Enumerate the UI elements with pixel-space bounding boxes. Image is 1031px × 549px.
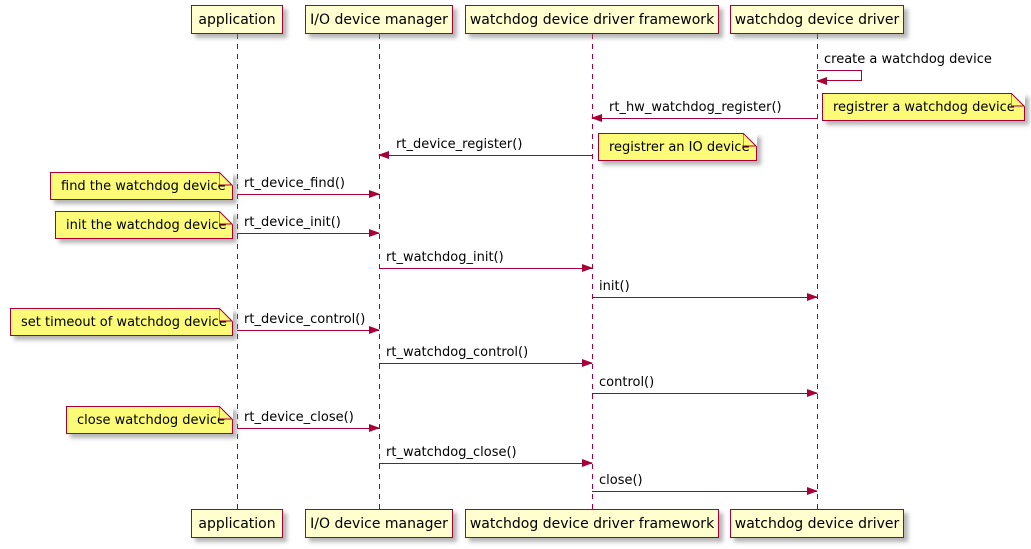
note-init-the-watchdog-device: init the watchdog device <box>55 211 233 239</box>
message-label: control() <box>599 375 655 390</box>
participant-label: I/O device manager <box>310 515 448 532</box>
participant-label: watchdog device driver framework <box>469 11 715 28</box>
participant-bottom-application: application <box>191 509 283 538</box>
participant-top-application: application <box>191 5 283 34</box>
note-text: registrer an IO device <box>609 139 750 155</box>
note-registrer-a-watchdog-device: registrer a watchdog device <box>822 93 1025 121</box>
arrowhead-right-icon <box>369 326 380 334</box>
arrowhead-left-icon <box>378 151 389 159</box>
participant-label: watchdog device driver <box>734 515 900 532</box>
participant-bottom-watchdog-framework: watchdog device driver framework <box>465 509 719 538</box>
lifeline-io-device-manager <box>379 34 380 509</box>
message-label: rt_watchdog_control() <box>386 345 529 360</box>
note-set-timeout-of-watchdog-device: set timeout of watchdog device <box>10 308 233 336</box>
note-fold-icon <box>219 406 233 420</box>
message-label: rt_hw_watchdog_register() <box>609 100 782 115</box>
message-label: rt_device_find() <box>244 176 345 191</box>
arrow-line <box>592 491 817 492</box>
arrowhead-right-icon <box>807 293 818 301</box>
message-label: init() <box>599 279 630 294</box>
participant-label: application <box>198 11 276 28</box>
participant-top-watchdog-framework: watchdog device driver framework <box>465 5 719 34</box>
arrowhead-right-icon <box>369 424 380 432</box>
lifeline-application <box>237 34 238 509</box>
arrow-line <box>592 297 817 298</box>
message-label: rt_watchdog_close() <box>386 445 517 460</box>
note-text: init the watchdog device <box>66 217 227 233</box>
participant-label: I/O device manager <box>310 11 448 28</box>
note-text: find the watchdog device <box>61 178 226 194</box>
participant-bottom-watchdog-driver: watchdog device driver <box>730 509 904 538</box>
note-close-watchdog-device: close watchdog device <box>66 406 233 434</box>
participant-label: watchdog device driver <box>734 11 900 28</box>
message-label: rt_device_close() <box>244 410 354 425</box>
lifeline-watchdog-driver <box>817 34 818 509</box>
arrowhead-right-icon <box>582 359 593 367</box>
self-message-loop <box>816 70 862 85</box>
participant-bottom-io-device-manager: I/O device manager <box>305 509 453 538</box>
arrow-line <box>237 194 379 195</box>
message-label: close() <box>599 473 643 488</box>
note-fold-icon <box>743 133 757 147</box>
message-label: rt_watchdog_init() <box>386 250 504 265</box>
participant-label: watchdog device driver framework <box>469 515 715 532</box>
arrow-line <box>592 393 817 394</box>
arrow-line <box>379 155 592 156</box>
arrowhead-right-icon <box>369 229 380 237</box>
arrowhead-right-icon <box>369 190 380 198</box>
arrowhead-right-icon <box>807 487 818 495</box>
note-fold-icon <box>219 211 233 225</box>
note-text: registrer a watchdog device <box>833 99 1015 115</box>
self-message-label: create a watchdog device <box>824 52 992 67</box>
participant-label: application <box>198 515 276 532</box>
message-label: rt_device_control() <box>244 312 366 327</box>
arrow-line <box>237 233 379 234</box>
participant-top-io-device-manager: I/O device manager <box>305 5 453 34</box>
arrowhead-right-icon <box>807 389 818 397</box>
participant-top-watchdog-driver: watchdog device driver <box>730 5 904 34</box>
message-label: rt_device_register() <box>396 137 523 152</box>
message-label: rt_device_init() <box>244 215 341 230</box>
arrow-line <box>237 330 379 331</box>
note-fold-icon <box>219 172 233 186</box>
arrowhead-left-icon <box>591 114 602 122</box>
note-fold-icon <box>1011 93 1025 107</box>
note-text: set timeout of watchdog device <box>21 314 227 330</box>
note-registrer-an-io-device: registrer an IO device <box>598 133 757 161</box>
note-find-the-watchdog-device: find the watchdog device <box>50 172 233 200</box>
arrow-line <box>592 118 817 119</box>
arrow-line <box>379 268 592 269</box>
note-text: close watchdog device <box>77 412 225 428</box>
arrowhead-left-icon <box>816 77 827 85</box>
arrowhead-right-icon <box>582 459 593 467</box>
arrow-line <box>379 463 592 464</box>
arrowhead-right-icon <box>582 264 593 272</box>
arrow-line <box>379 363 592 364</box>
note-fold-icon <box>219 308 233 322</box>
arrow-line <box>237 428 379 429</box>
